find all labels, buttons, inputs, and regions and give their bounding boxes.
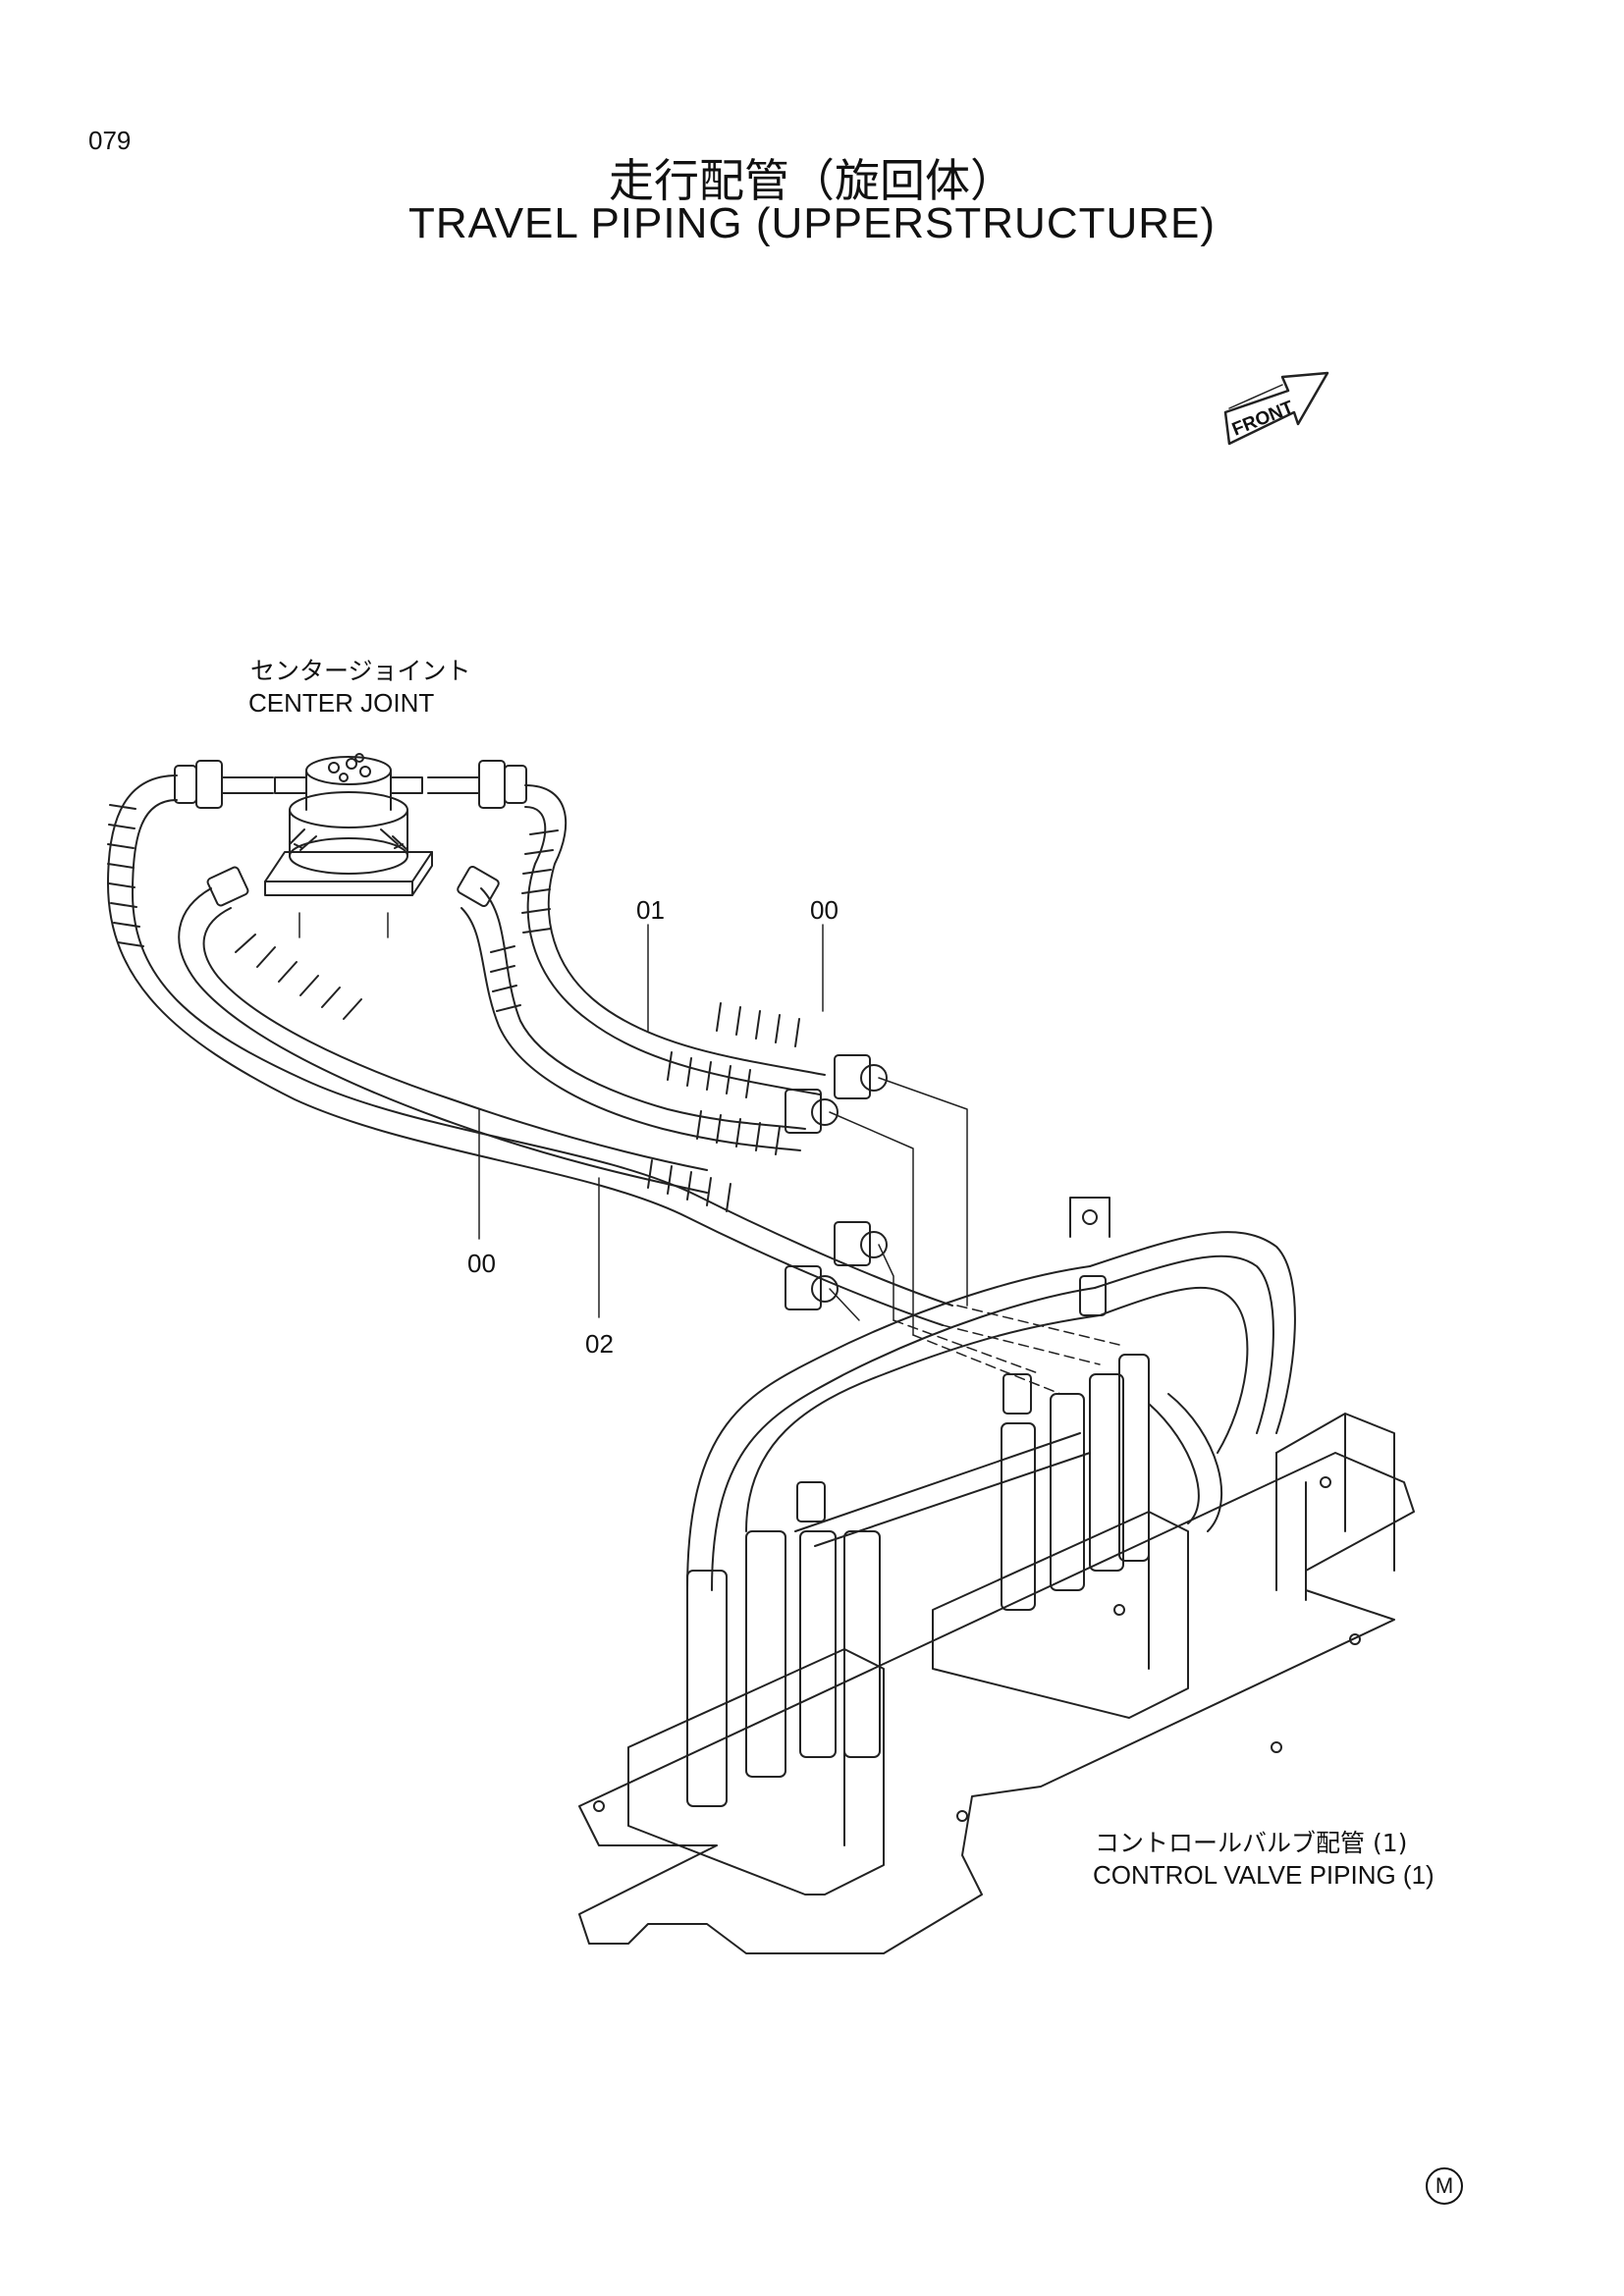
callout-00-upper: 00 [810, 895, 839, 925]
center-joint-label-jp: センタージョイント [250, 657, 471, 685]
center-joint-label: CENTER JOINT [248, 688, 435, 718]
hose-02 [178, 887, 708, 1194]
callout-00-lower: 00 [467, 1249, 496, 1278]
hose-fittings [174, 760, 527, 908]
page-title: TRAVEL PIPING (UPPERSTRUCTURE) [407, 199, 1217, 247]
hose-end-nuts [785, 1054, 888, 1310]
center-joint-icon [264, 753, 433, 938]
leader-lines [478, 924, 968, 1336]
hose-sleeves [107, 804, 800, 1212]
hose-00-outer [107, 774, 953, 1326]
hose-01 [460, 887, 806, 1151]
front-arrow-icon: FRONT [1223, 371, 1329, 446]
control-valve-assembly [578, 1197, 1415, 1954]
callout-01: 01 [636, 895, 665, 925]
page-title-japanese: 走行配管（旋回体） [609, 154, 1015, 207]
control-valve-label: CONTROL VALVE PIPING (1) [1093, 1860, 1435, 1890]
control-valve-label-jp: コントロールバルブ配管 (1) [1095, 1829, 1408, 1857]
m-mark-icon: M [1426, 2167, 1463, 2205]
callout-02: 02 [585, 1329, 614, 1359]
page-number: 079 [88, 126, 132, 155]
hose-00-inner [524, 784, 826, 1095]
